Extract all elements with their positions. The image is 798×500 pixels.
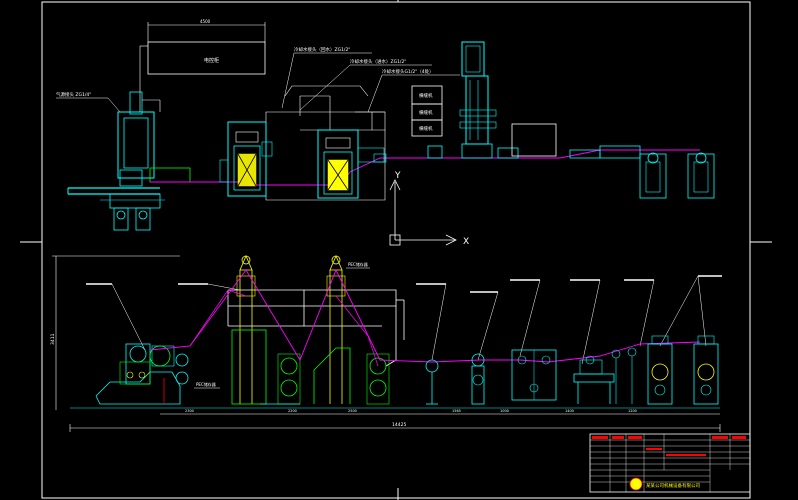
cool-water-four-label: 冷却水接头G1/2"（4处） <box>382 68 434 75</box>
total-length-label: 14425 <box>392 422 406 428</box>
box-b-label: 横缝机 <box>419 109 433 116</box>
gas-joint-label: 气源接头 ZG1/4" <box>56 91 91 98</box>
heater-tower-2 <box>313 254 390 405</box>
unwinder-plan <box>67 91 191 231</box>
unwinder-elevation <box>95 343 189 405</box>
axis-y-label: Y <box>394 171 401 181</box>
control-cabinet <box>147 41 266 75</box>
heater-tower-1 <box>231 254 301 405</box>
winder-2 <box>693 335 719 405</box>
winder-1 <box>647 335 673 405</box>
guide-roller-stand-2 <box>471 353 485 405</box>
pec-storage-label: PEC储存器 <box>348 261 368 267</box>
box-c-label: 横缝机 <box>419 125 433 132</box>
ucs-axis-icon: Y X <box>389 171 469 247</box>
dim-e-label: 1000 <box>500 409 509 413</box>
dim-d-label: 1565 <box>452 409 461 413</box>
accumulator-unit <box>511 349 557 401</box>
heater-plan-1 <box>219 121 273 197</box>
dim-c-label: 2500 <box>348 409 357 413</box>
dim-b-label: 2200 <box>288 409 297 413</box>
drawing-frame <box>20 0 772 500</box>
callout-leaders <box>111 275 707 365</box>
motor-tower-plan <box>427 41 519 159</box>
web-path-elevation-3 <box>335 295 379 367</box>
cool-water-out-label: 冷却水接头（进水）ZG1/2" <box>350 58 406 65</box>
plan-view: 4500 电控柜 气源接头 ZG1/4" <box>56 19 715 247</box>
dim-height-label: 3411 <box>50 333 56 345</box>
dim-a-label: 2300 <box>185 409 194 413</box>
company-logo <box>629 477 643 491</box>
pec-storage-label-2: PEC储存器 <box>196 381 216 387</box>
press-frame-plan <box>265 85 386 201</box>
box-a-label: 横缝机 <box>419 92 433 99</box>
callout-bars <box>86 275 722 293</box>
heater-frame-elevation <box>227 289 405 367</box>
web-path-elevation <box>149 268 701 363</box>
cool-water-in-label: 冷却水接头（回水）ZG1/2" <box>294 46 350 53</box>
takeup-plan <box>569 145 715 199</box>
dim-f-label: 1400 <box>565 409 574 413</box>
slitter-table <box>573 347 637 404</box>
control-cabinet-label: 电控柜 <box>204 57 219 64</box>
dim-top-label: 4500 <box>200 19 211 24</box>
slitter-stack: 横缝机 横缝机 横缝机 <box>411 85 443 137</box>
web-path-elevation-2 <box>189 289 247 347</box>
heater-plan-2 <box>317 129 387 199</box>
title-block: 某某公司机械设备有限公司 <box>589 433 751 493</box>
web-path-plan <box>150 149 700 186</box>
axis-x-label: X <box>463 237 469 247</box>
guide-roller-stand-1 <box>425 359 439 405</box>
elevation-view: 3411 14425 2300 2200 2500 1565 1000 1400… <box>50 254 722 432</box>
right-cabinet-plan <box>511 123 557 157</box>
dim-g-label: 1200 <box>628 409 637 413</box>
title-company-label: 某某公司机械设备有限公司 <box>646 482 700 489</box>
